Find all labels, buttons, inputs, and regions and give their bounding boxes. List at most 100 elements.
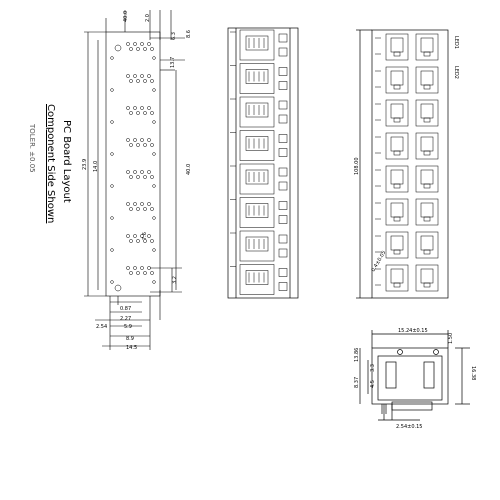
dim-label: 40.0	[186, 164, 192, 175]
rj45-latch	[423, 183, 431, 189]
pcb-hole	[150, 271, 154, 275]
pcb-hole	[150, 47, 154, 51]
rj45-port	[385, 231, 409, 259]
pcb-hole	[143, 143, 147, 147]
pcb-hole	[152, 216, 156, 220]
rj45-latch	[423, 51, 431, 57]
top-port-contacts	[245, 270, 269, 285]
side-view-outline	[371, 347, 449, 405]
rj45-latch	[423, 150, 431, 156]
top-port-contacts	[245, 35, 269, 51]
pcb-hole	[140, 106, 144, 110]
rj45-opening	[420, 235, 434, 251]
pcb-hole	[133, 234, 137, 238]
pcb-hole	[126, 106, 130, 110]
dim-label: 0.87	[120, 306, 131, 312]
rj45-port	[385, 132, 409, 160]
mounting-hole	[114, 284, 122, 292]
front-view	[356, 29, 449, 299]
dim-label: 40.0	[123, 11, 129, 22]
top-led-pad	[278, 248, 288, 258]
pcb-hole	[110, 280, 114, 284]
top-port-cell	[239, 230, 275, 262]
rj45-port	[415, 198, 439, 226]
rj45-latch	[393, 117, 401, 123]
rj45-port	[385, 66, 409, 94]
top-led-pad	[278, 148, 288, 157]
top-port-cell	[239, 163, 275, 195]
pcb-hole	[110, 88, 114, 92]
pcb-hole	[110, 184, 114, 188]
pcb-hole	[133, 74, 137, 78]
front-dimension-labels: 108.00 LED1 LED2 0.4±0.05	[354, 36, 459, 273]
left-dimension-labels: 40.0 2.0 6.3 8.6 13.7 23.9 14.0 40.0 7.6…	[82, 11, 192, 351]
pcb-hole	[110, 216, 114, 220]
dim-label: 2.54	[96, 324, 107, 330]
rj45-port	[415, 231, 439, 259]
side-view-body	[377, 355, 443, 401]
pcb-hole	[129, 207, 133, 211]
rj45-opening	[390, 70, 404, 86]
pcb-hole	[140, 170, 144, 174]
pcb-hole	[133, 170, 137, 174]
pcb-hole	[136, 271, 140, 275]
top-led-pad	[278, 282, 288, 291]
pcb-hole	[136, 111, 140, 115]
top-view	[227, 27, 299, 299]
pcb-hole	[152, 248, 156, 252]
pcb-hole	[152, 88, 156, 92]
rj45-latch	[393, 282, 401, 288]
top-port-cell	[239, 264, 275, 295]
rj45-opening	[390, 268, 404, 284]
pcb-hole	[147, 42, 151, 46]
mounting-hole	[114, 44, 122, 52]
pcb-hole	[147, 266, 151, 270]
dim-label: 4.5	[370, 380, 376, 388]
top-port-contacts	[245, 69, 269, 84]
pcb-hole	[147, 106, 151, 110]
side-dimension-labels: 15.24±0.15 16.38 13.86 8.37 3.3 4.5 2.54…	[354, 328, 476, 430]
pcb-outline	[105, 31, 161, 297]
pcb-hole	[129, 79, 133, 83]
dim-label: 8.37	[354, 377, 360, 388]
dim-label: 8.6	[186, 30, 192, 38]
rj45-latch	[423, 282, 431, 288]
dim-label: 5.9	[124, 324, 132, 330]
pcb-hole	[147, 138, 151, 142]
dim-label: 16.38	[470, 366, 476, 380]
pcb-hole	[147, 234, 151, 238]
pcb-hole	[133, 266, 137, 270]
pcb-hole-pattern	[110, 42, 156, 292]
rj45-opening	[420, 37, 434, 53]
rj45-latch	[423, 216, 431, 222]
rj45-latch	[393, 249, 401, 255]
dim-label: 2.27	[120, 316, 131, 322]
pcb-hole	[110, 152, 114, 156]
tolerance-note: TOLER. ±0.05	[28, 124, 36, 173]
dim-label: 14.5	[126, 345, 137, 351]
pcb-hole	[143, 271, 147, 275]
rj45-opening	[390, 37, 404, 53]
dim-label: 8.9	[126, 336, 134, 342]
top-led-pad	[278, 234, 288, 244]
rj45-opening	[420, 70, 434, 86]
pcb-hole	[126, 74, 130, 78]
pcb-hole	[129, 47, 133, 51]
rj45-opening	[390, 235, 404, 251]
pcb-hole	[126, 266, 130, 270]
pcb-hole	[150, 175, 154, 179]
rj45-latch	[423, 84, 431, 90]
top-led-pad	[278, 114, 288, 124]
rj45-latch	[423, 117, 431, 123]
pcb-hole	[143, 207, 147, 211]
rj45-latch	[393, 150, 401, 156]
pcb-hole	[147, 74, 151, 78]
pcb-hole	[143, 79, 147, 83]
pcb-hole	[110, 120, 114, 124]
top-led-pad	[278, 81, 288, 90]
pcb-hole	[136, 207, 140, 211]
rj45-latch	[393, 51, 401, 57]
top-led-pad	[278, 215, 288, 224]
pcb-hole	[136, 143, 140, 147]
pcb-hole	[129, 271, 133, 275]
